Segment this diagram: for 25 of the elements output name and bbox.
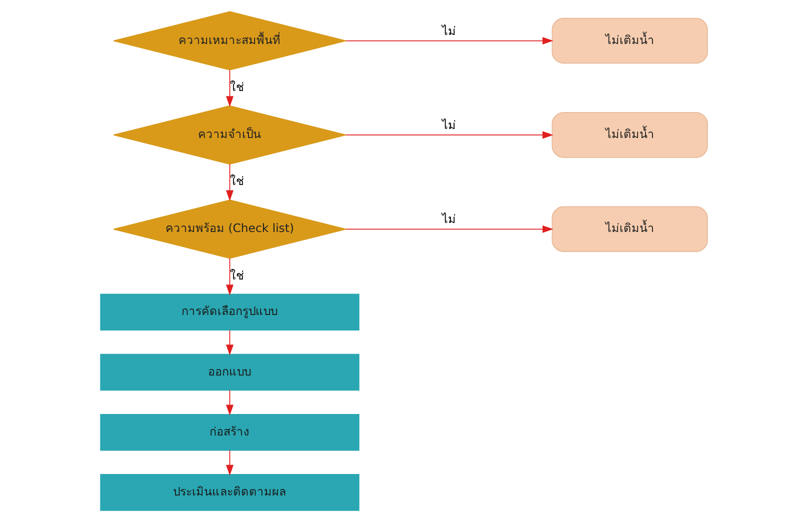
edge-label: ใช่ (229, 80, 244, 94)
edge-label: ไม่ (442, 118, 456, 132)
arrow (345, 225, 553, 233)
arrow (345, 37, 553, 45)
arrow (345, 131, 553, 139)
edge-label: ใช่ (229, 268, 244, 282)
edge-label: ใช่ (229, 174, 244, 188)
arrow (225, 258, 234, 296)
arrow (225, 450, 234, 476)
arrow (225, 330, 234, 356)
node-box: ออกแบบ (100, 354, 359, 391)
node-box: ไม่เติมน้ำ (551, 18, 708, 64)
node-box: ก่อสร้าง (100, 414, 359, 451)
edge-label: ไม่ (442, 212, 456, 226)
node-box: การคัดเลือกรูปแบบ (100, 294, 359, 331)
edge-label: ไม่ (442, 24, 456, 38)
arrow (225, 390, 234, 416)
node-diamond: ความพร้อม (Check list) (112, 200, 346, 259)
node-box: ไม่เติมน้ำ (551, 112, 708, 158)
node-diamond: ความเหมาะสมพื้นที่ (112, 11, 346, 70)
node-box: ประเมินและติดตามผล (100, 474, 359, 511)
arrow (225, 164, 234, 202)
arrow (225, 70, 234, 107)
node-box: ไม่เติมน้ำ (551, 206, 708, 252)
node-diamond: ความจำเป็น (112, 105, 346, 165)
